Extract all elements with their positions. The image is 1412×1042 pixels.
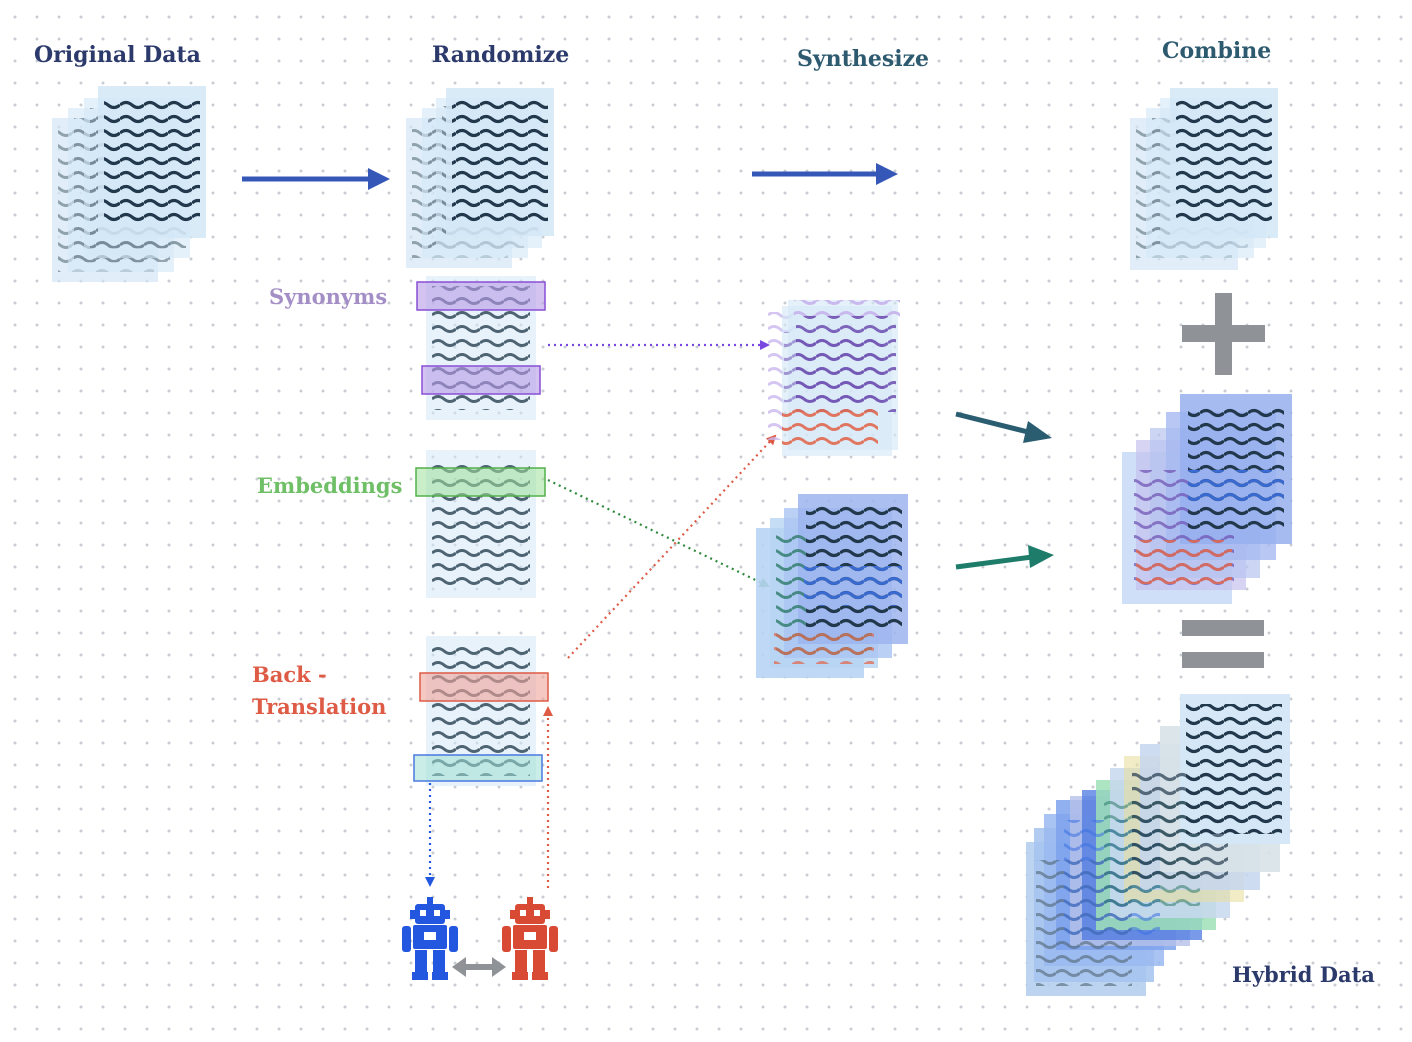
double-arrow-icon [452,957,506,977]
combine-original-stack [1130,88,1278,270]
stage-arrows [242,163,898,190]
randomize-stack [406,88,554,268]
embeddings-doc [415,450,546,598]
robot-icon [402,897,458,980]
plus-icon [1182,293,1265,375]
combine-arrows [955,411,1054,570]
combine-synthesized-stack [1122,394,1292,604]
technique-label-back-translation-2: Translation [252,694,387,719]
synonyms-doc [416,276,546,420]
stage-label-randomize: Randomize [432,42,570,68]
stage-label-synthesize: Synthesize [797,46,930,72]
stage-label-original: Original Data [34,42,201,68]
original-data-stack [52,86,206,282]
stage-label-combine: Combine [1162,38,1272,64]
technique-label-back-translation-1: Back - [252,662,327,687]
robot-icon [502,897,558,980]
technique-label-embeddings: Embeddings [257,473,403,498]
equals-icon [1182,620,1264,668]
synthesized-doc-embeddings [756,494,908,678]
technique-arrows [425,340,777,888]
back-translation-doc [413,636,549,786]
hybrid-data-stack [1026,694,1290,996]
technique-label-synonyms: Synonyms [269,284,388,309]
synthesized-doc-synonyms [768,300,900,456]
result-label-hybrid-data: Hybrid Data [1232,962,1375,987]
